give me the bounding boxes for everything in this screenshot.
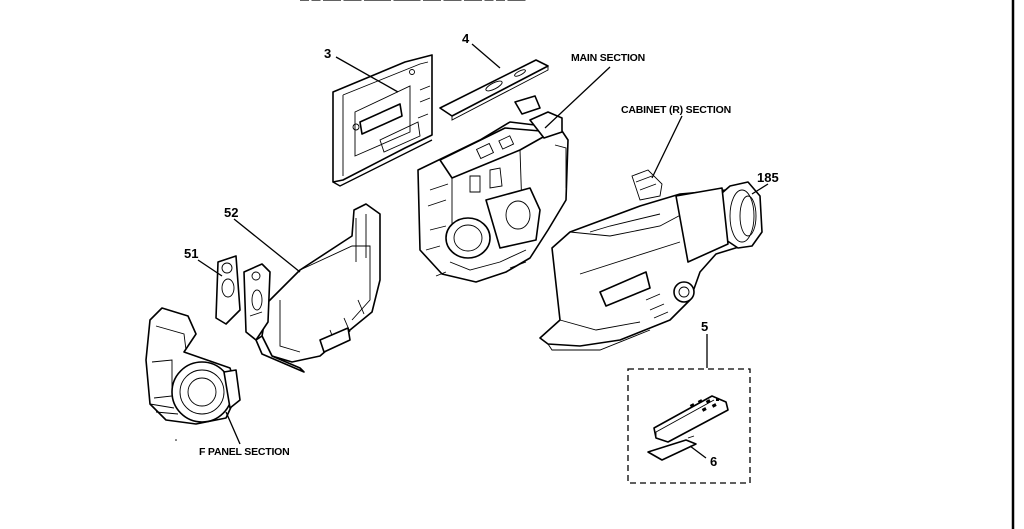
part-52-side-frame (255, 203, 381, 373)
part-4-strip (439, 59, 549, 121)
callout-52: 52 (224, 205, 238, 220)
callout-51: 51 (184, 246, 198, 261)
cropped-header-text: — — —— —— ——— ——— —— —— —— — — —— (300, 0, 526, 5)
leader-lines (197, 43, 769, 459)
label-f-panel-section: F PANEL SECTION (199, 446, 290, 458)
callout-5: 5 (701, 319, 708, 334)
callout-4: 4 (462, 31, 470, 46)
part-6-battery-cover (647, 435, 697, 461)
label-main-section: MAIN SECTION (571, 52, 645, 64)
cabinet-r-section (539, 169, 763, 351)
f-panel-front (145, 307, 241, 441)
part-5-remote-control (653, 395, 729, 443)
callout-3: 3 (324, 46, 331, 61)
accessory-dashed-box (627, 368, 751, 484)
main-section-chassis (417, 95, 569, 283)
part-3-side-plate (332, 54, 433, 187)
label-cabinet-r-section: CABINET (R) SECTION (621, 104, 731, 116)
callout-6: 6 (710, 454, 717, 469)
part-51-bracket (215, 255, 271, 341)
callout-185: 185 (757, 170, 779, 185)
